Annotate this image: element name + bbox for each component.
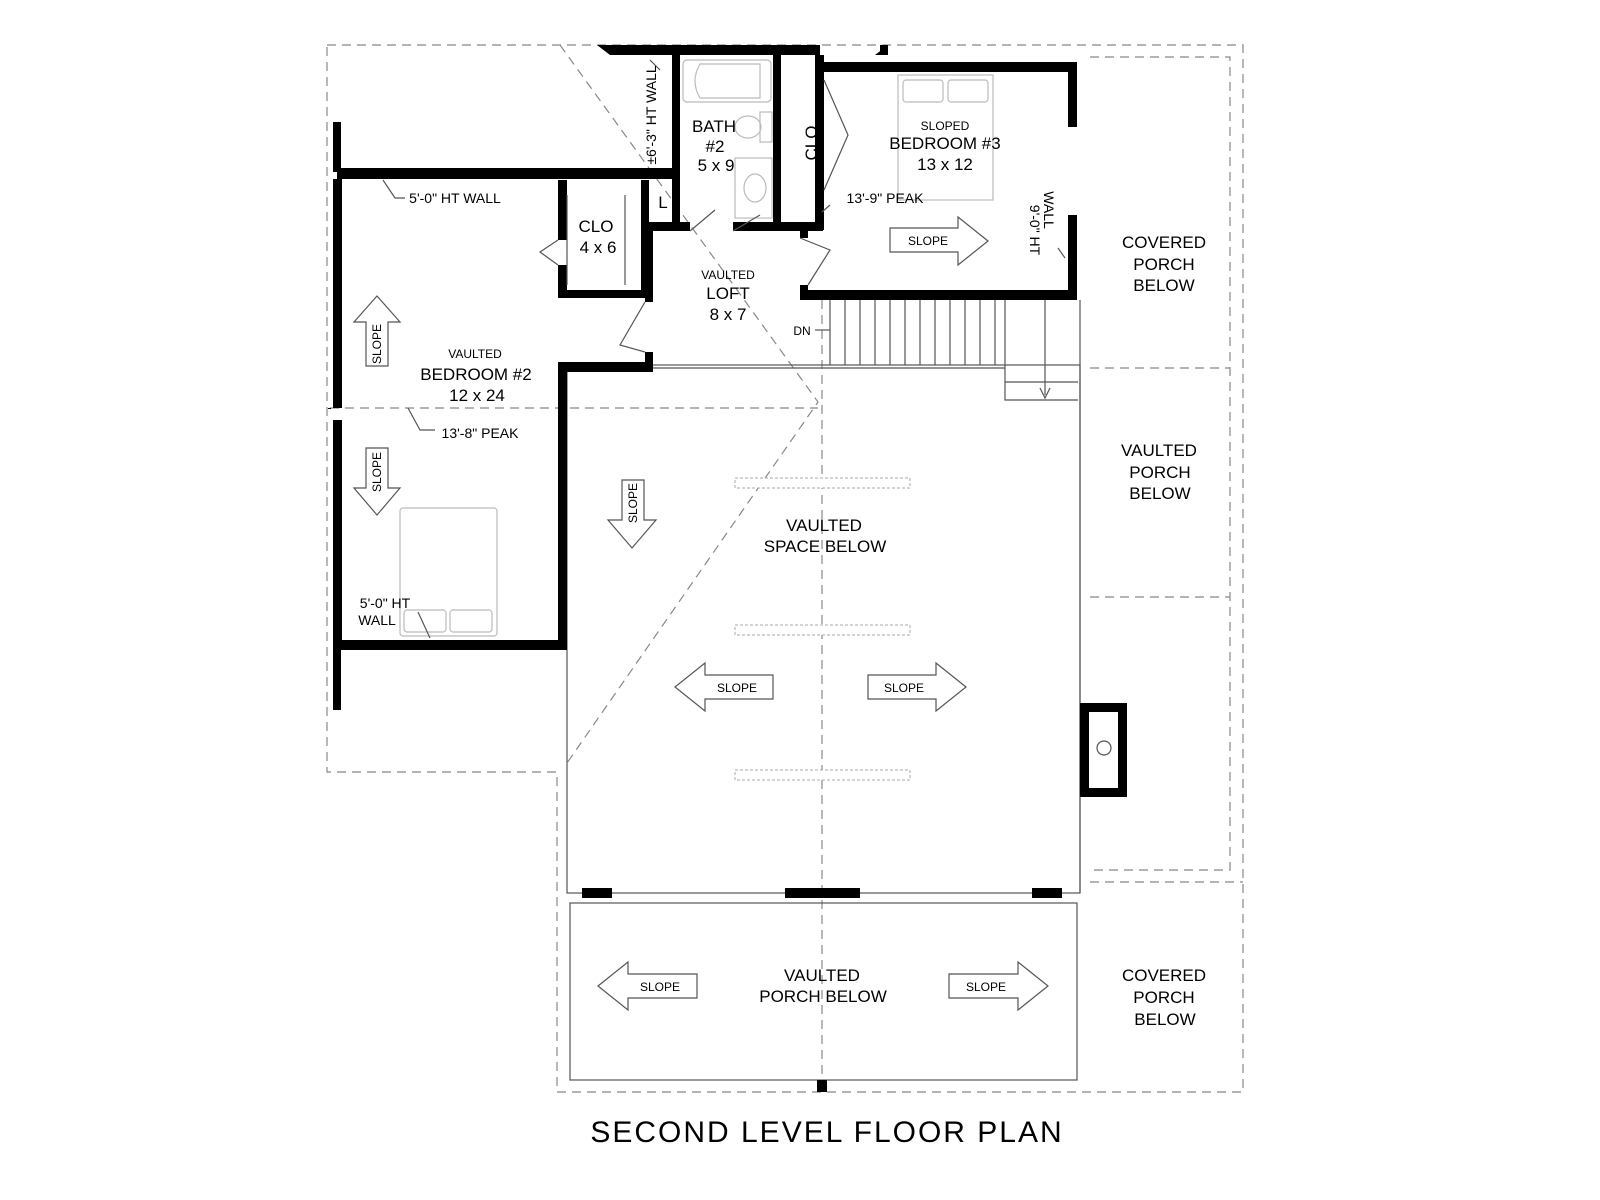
bath-number: #2 — [706, 137, 725, 156]
bed-bedroom-2 — [399, 507, 498, 637]
linen-name: L — [658, 193, 667, 212]
loft-qualifier: VAULTED — [701, 268, 755, 282]
beam — [734, 769, 911, 781]
doors — [538, 79, 849, 353]
closet-size: 4 x 6 — [580, 238, 617, 257]
right-porch-outline — [1090, 56, 1243, 883]
note-peak-138: 13'-8" PEAK — [442, 425, 520, 441]
note-ht-wall-9-l1: 9'-0" HT — [1027, 205, 1043, 256]
note-peak-139: 13'-9" PEAK — [847, 190, 925, 206]
bedroom2-size: 12 x 24 — [449, 386, 505, 405]
note-ht-wall-63: ±6'-3" HT WALL — [643, 65, 659, 165]
bedroom2-qualifier: VAULTED — [448, 347, 502, 361]
covered-porch-bottom-line2: PORCH — [1133, 988, 1194, 1007]
svg-text:SLOPE: SLOPE — [908, 234, 948, 248]
slope-arrow-right-porch: SLOPE — [948, 960, 1049, 1012]
toilet — [734, 111, 773, 143]
vaulted-space-line1: VAULTED — [786, 516, 862, 535]
bedroom3-qualifier: SLOPED — [921, 119, 970, 133]
bath-name: BATH — [692, 117, 736, 136]
svg-text:SLOPE: SLOPE — [717, 681, 757, 695]
vaulted-porch-bottom-line1: VAULTED — [784, 966, 860, 985]
svg-text:SLOPE: SLOPE — [370, 324, 384, 364]
note-ht-wall-5-top: 5'-0" HT WALL — [409, 190, 501, 206]
svg-text:SLOPE: SLOPE — [640, 980, 680, 994]
note-ht-wall-9-l2: WALL — [1041, 191, 1057, 229]
vaulted-space-line2: SPACE BELOW — [764, 537, 887, 556]
vaulted-porch-right-line3: BELOW — [1129, 484, 1190, 503]
closet-name: CLO — [579, 217, 614, 236]
covered-porch-bottom-line1: COVERED — [1122, 966, 1206, 985]
covered-porch-top-line1: COVERED — [1122, 233, 1206, 252]
beam — [734, 477, 911, 489]
vaulted-porch-right-line2: PORCH — [1129, 463, 1190, 482]
bed-bedroom-3 — [897, 74, 994, 201]
leader-lines — [382, 59, 1066, 639]
bedroom2-name: BEDROOM #2 — [420, 365, 531, 384]
closet-bed3-name: CLO — [802, 126, 821, 161]
bath-size: 5 x 9 — [698, 156, 735, 175]
beam — [734, 624, 911, 636]
note-ht-wall-5-bottom-l1: 5'-0" HT — [360, 595, 411, 611]
covered-porch-top-line3: BELOW — [1133, 276, 1194, 295]
sink-vanity — [734, 157, 773, 219]
plan-title: SECOND LEVEL FLOOR PLAN — [590, 1116, 1063, 1149]
slope-arrow-right-bedroom3: SLOPE — [889, 215, 989, 267]
stairs-dn-label: DN — [793, 324, 810, 338]
svg-text:SLOPE: SLOPE — [966, 980, 1006, 994]
ridge-lines — [330, 44, 823, 1092]
svg-text:SLOPE: SLOPE — [626, 483, 640, 523]
stairs — [815, 300, 1078, 401]
slope-arrow-down-vaulted: SLOPE — [606, 479, 658, 549]
slope-arrow-up-bedroom2: SLOPE — [352, 295, 402, 367]
svg-text:SLOPE: SLOPE — [884, 681, 924, 695]
fireplace — [1080, 703, 1127, 797]
note-ht-wall-5-bottom-l2: WALL — [358, 612, 396, 628]
bedroom3-size: 13 x 12 — [917, 155, 973, 174]
vaulted-porch-bottom-line2: PORCH BELOW — [759, 987, 887, 1006]
covered-porch-top-line2: PORCH — [1133, 255, 1194, 274]
slope-arrow-left-porch: SLOPE — [597, 960, 698, 1012]
slope-arrow-right-vaulted: SLOPE — [867, 661, 967, 713]
loft-name: LOFT — [706, 284, 749, 303]
covered-porch-bottom-line3: BELOW — [1134, 1010, 1195, 1029]
slope-arrow-left-vaulted: SLOPE — [674, 661, 774, 713]
walls — [328, 45, 1077, 898]
bathtub — [682, 59, 772, 103]
slope-arrow-down-bedroom2: SLOPE — [352, 447, 402, 516]
roof-outline — [326, 44, 1244, 1093]
bedroom3-name: BEDROOM #3 — [889, 134, 1000, 153]
vaulted-porch-right-line1: VAULTED — [1121, 441, 1197, 460]
loft-size: 8 x 7 — [710, 305, 747, 324]
svg-text:SLOPE: SLOPE — [370, 452, 384, 492]
